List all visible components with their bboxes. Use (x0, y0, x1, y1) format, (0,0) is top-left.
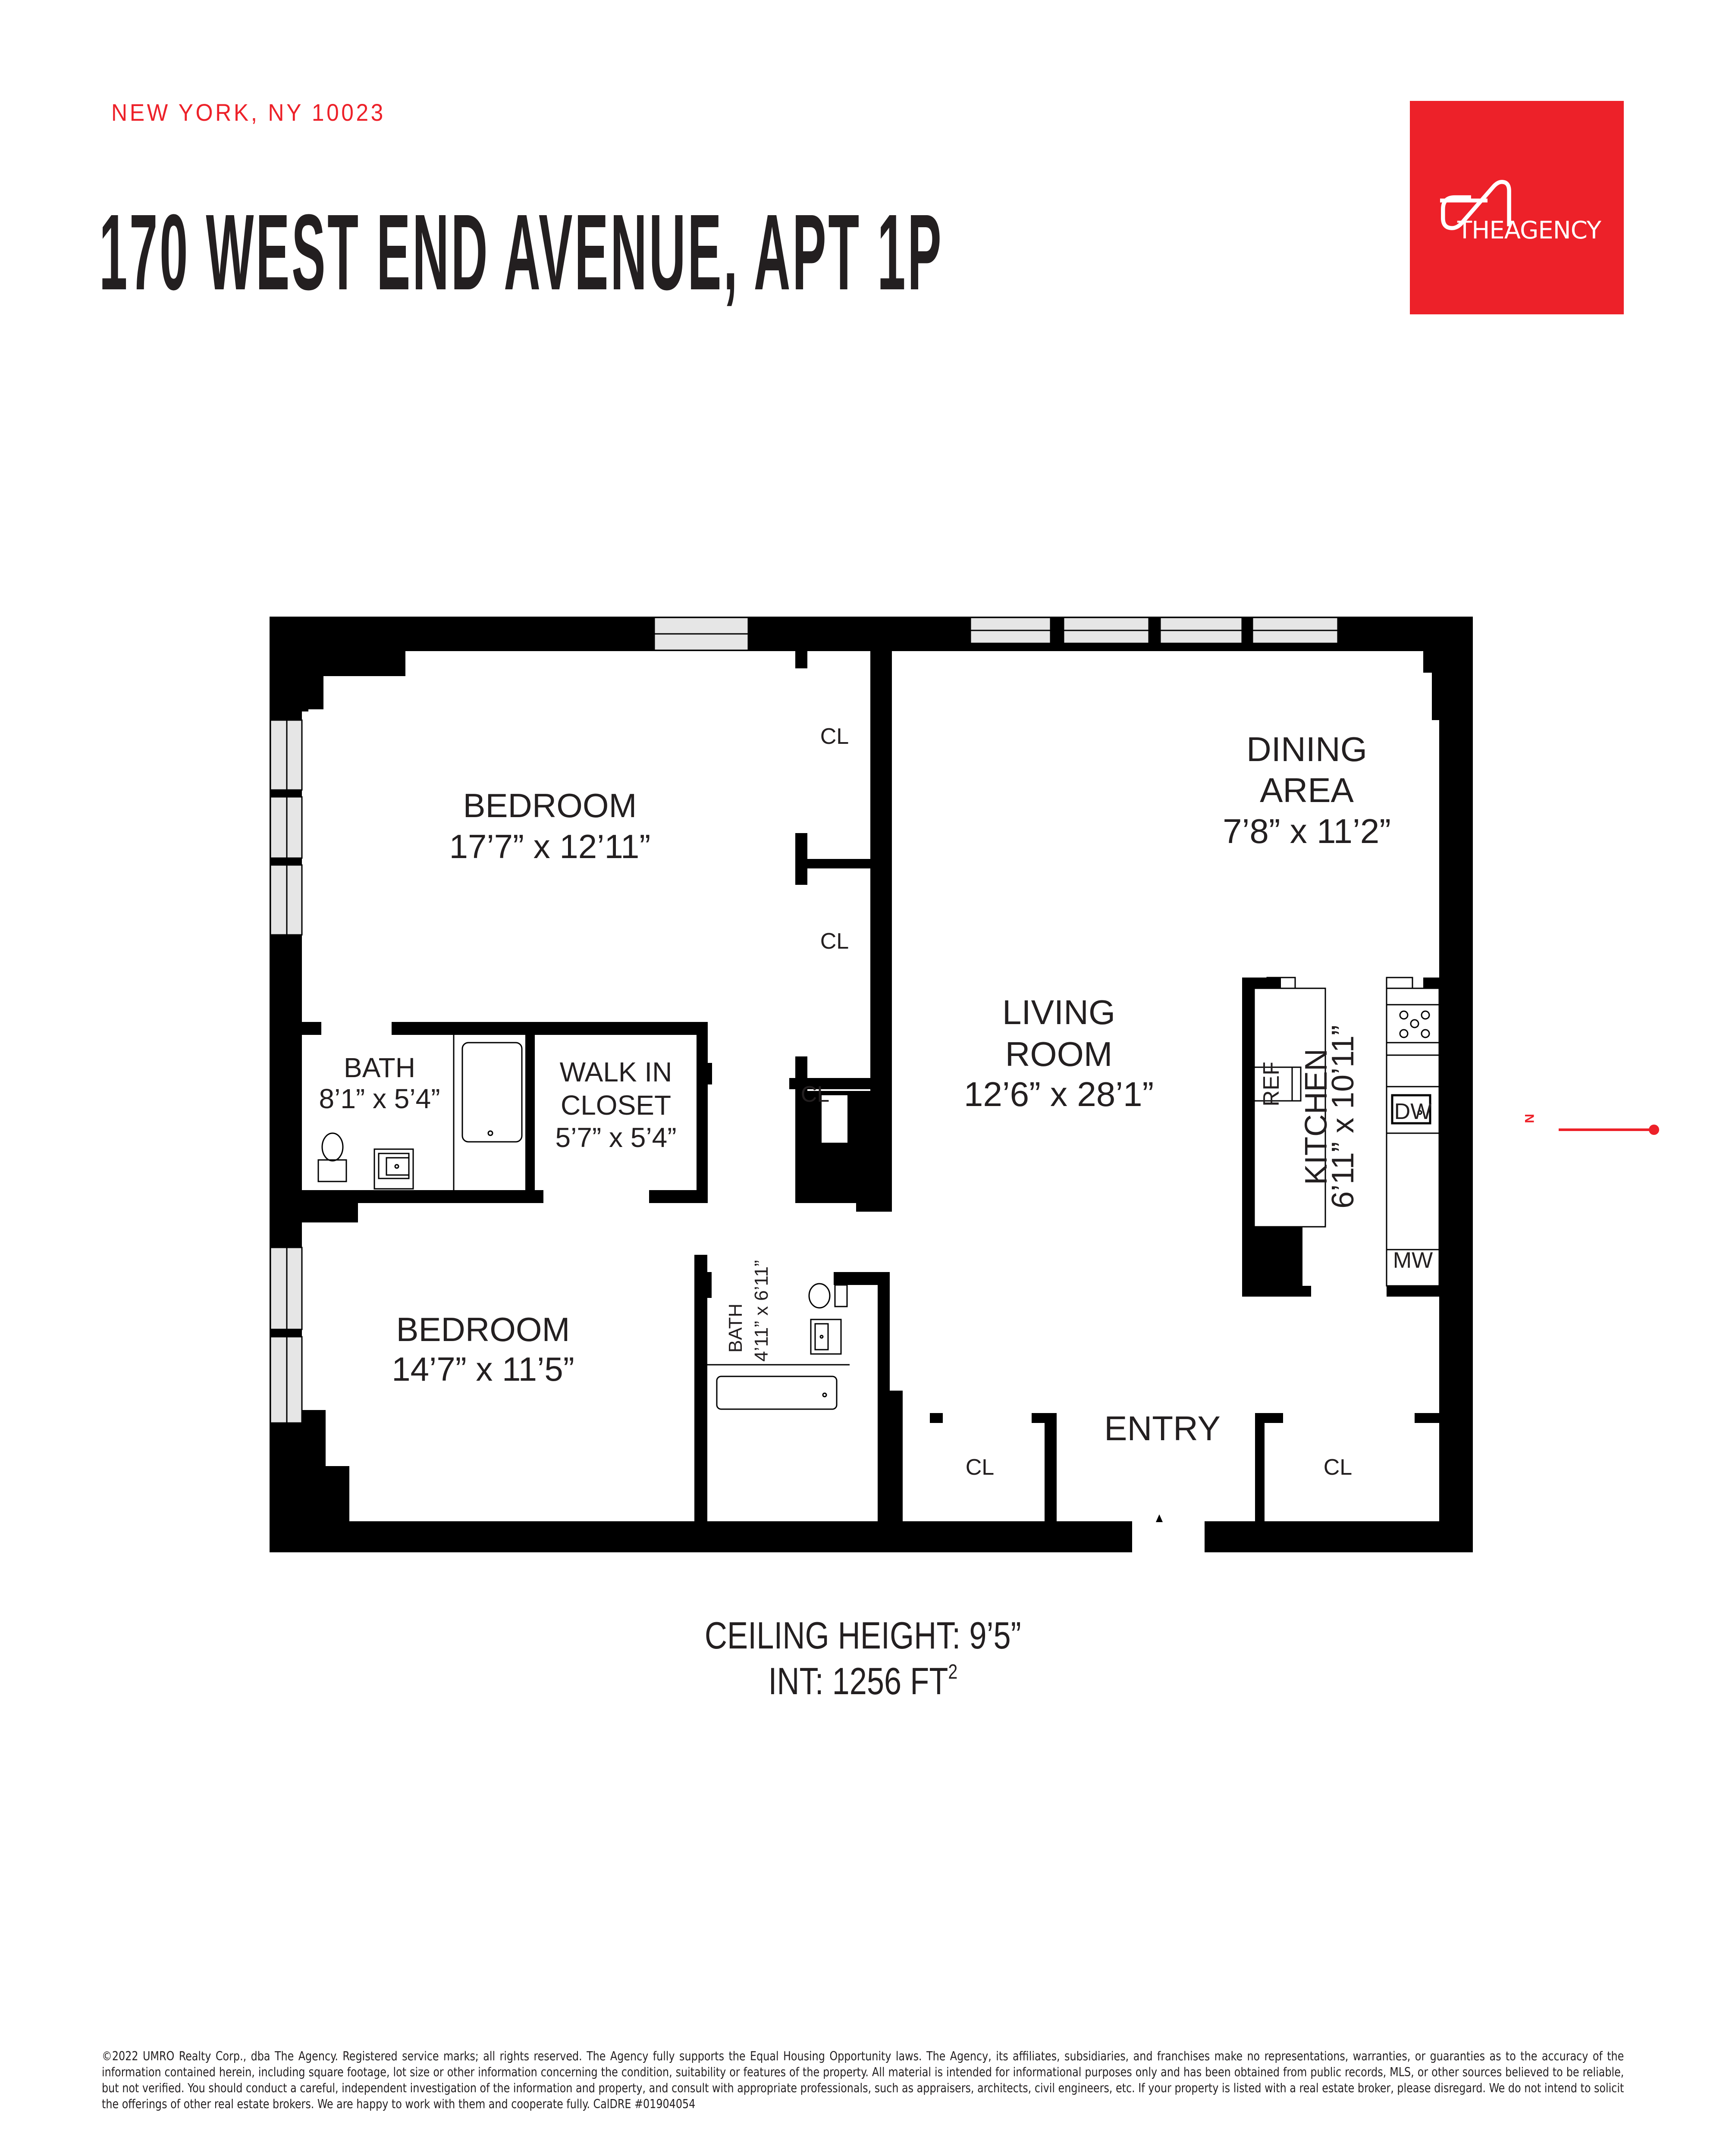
bath1-name: BATH (344, 1052, 415, 1083)
windows (270, 617, 1339, 1424)
entry-name: ENTRY (1104, 1409, 1221, 1448)
entry-arrow-icon (1156, 1514, 1163, 1522)
floor-plan: BEDROOM 17’7” x 12’11” CL CL CL BATH 8’1… (270, 617, 1659, 1552)
closet-label: CL (966, 1455, 994, 1480)
the-agency-logo[interactable]: THEAGENCY (1410, 101, 1624, 314)
ceiling-height: CEILING HEIGHT: 9’5” (704, 1614, 1021, 1657)
kitchen-sink-icon (1391, 1094, 1431, 1125)
agency-a-monogram-icon (1440, 180, 1511, 230)
north-label: N (1522, 1114, 1536, 1123)
kitchen-name: KITCHEN (1299, 1049, 1334, 1185)
bathtub-icon (461, 1042, 523, 1143)
fixtures (317, 977, 1440, 1410)
bath2-name: BATH (725, 1304, 746, 1353)
bedroom1-dims: 17’7” x 12’11” (449, 827, 651, 865)
stove-burner-icon (1399, 1010, 1409, 1020)
closet-label: CL (820, 929, 849, 954)
closet-label: CL (820, 724, 849, 749)
toilet-icon (808, 1283, 831, 1309)
dining-area-dims: 7’8” x 11’2” (1223, 812, 1391, 850)
dining-area-name-1: DINING (1246, 730, 1367, 768)
bathtub-icon (716, 1376, 838, 1410)
sink-icon (373, 1148, 414, 1190)
interior-area-value: INT: 1256 FT (768, 1660, 948, 1702)
kitchen-dims: 6’11” x 10’11” (1326, 1025, 1360, 1209)
bath2-dims: 4’11” x 6’11” (751, 1260, 772, 1362)
north-arrow-icon: N (1522, 1114, 1659, 1135)
location-subtitle: NEW YORK, NY 10023 (111, 99, 386, 126)
bath1-dims: 8’1” x 5’4” (319, 1083, 440, 1114)
bedroom1-name: BEDROOM (463, 787, 637, 824)
legal-disclaimer: ©2022 UMRO Realty Corp., dba The Agency.… (102, 2049, 1624, 2111)
dining-area-name-2: AREA (1260, 771, 1354, 809)
interior-area-superscript: 2 (948, 1661, 958, 1683)
walk-in-closet-name-1: WALK IN (560, 1056, 672, 1087)
property-address-title: 170 WEST END AVENUE, APT 1P (99, 192, 944, 312)
walk-in-closet-name-2: CLOSET (561, 1090, 671, 1121)
mw-label: MW (1393, 1248, 1433, 1273)
living-room-name-1: LIVING (1002, 993, 1115, 1031)
sink-icon (810, 1319, 842, 1355)
walk-in-closet-dims: 5’7” x 5’4” (555, 1122, 677, 1153)
dw-label: DW (1394, 1099, 1432, 1124)
toilet-icon (321, 1132, 344, 1162)
living-room-dims: 12’6” x 28’1” (964, 1075, 1154, 1113)
ref-label: REF (1259, 1062, 1284, 1106)
closet-label: CL (1324, 1455, 1352, 1480)
interior-area: INT: 1256 FT2 (155, 1659, 1571, 1703)
bedroom2-name: BEDROOM (396, 1310, 570, 1348)
living-room-name-2: ROOM (1005, 1035, 1113, 1073)
logo-wordmark: THEAGENCY (1457, 216, 1601, 244)
closet-label: CL (801, 1082, 829, 1107)
bedroom2-dims: 14’7” x 11’5” (392, 1350, 574, 1388)
